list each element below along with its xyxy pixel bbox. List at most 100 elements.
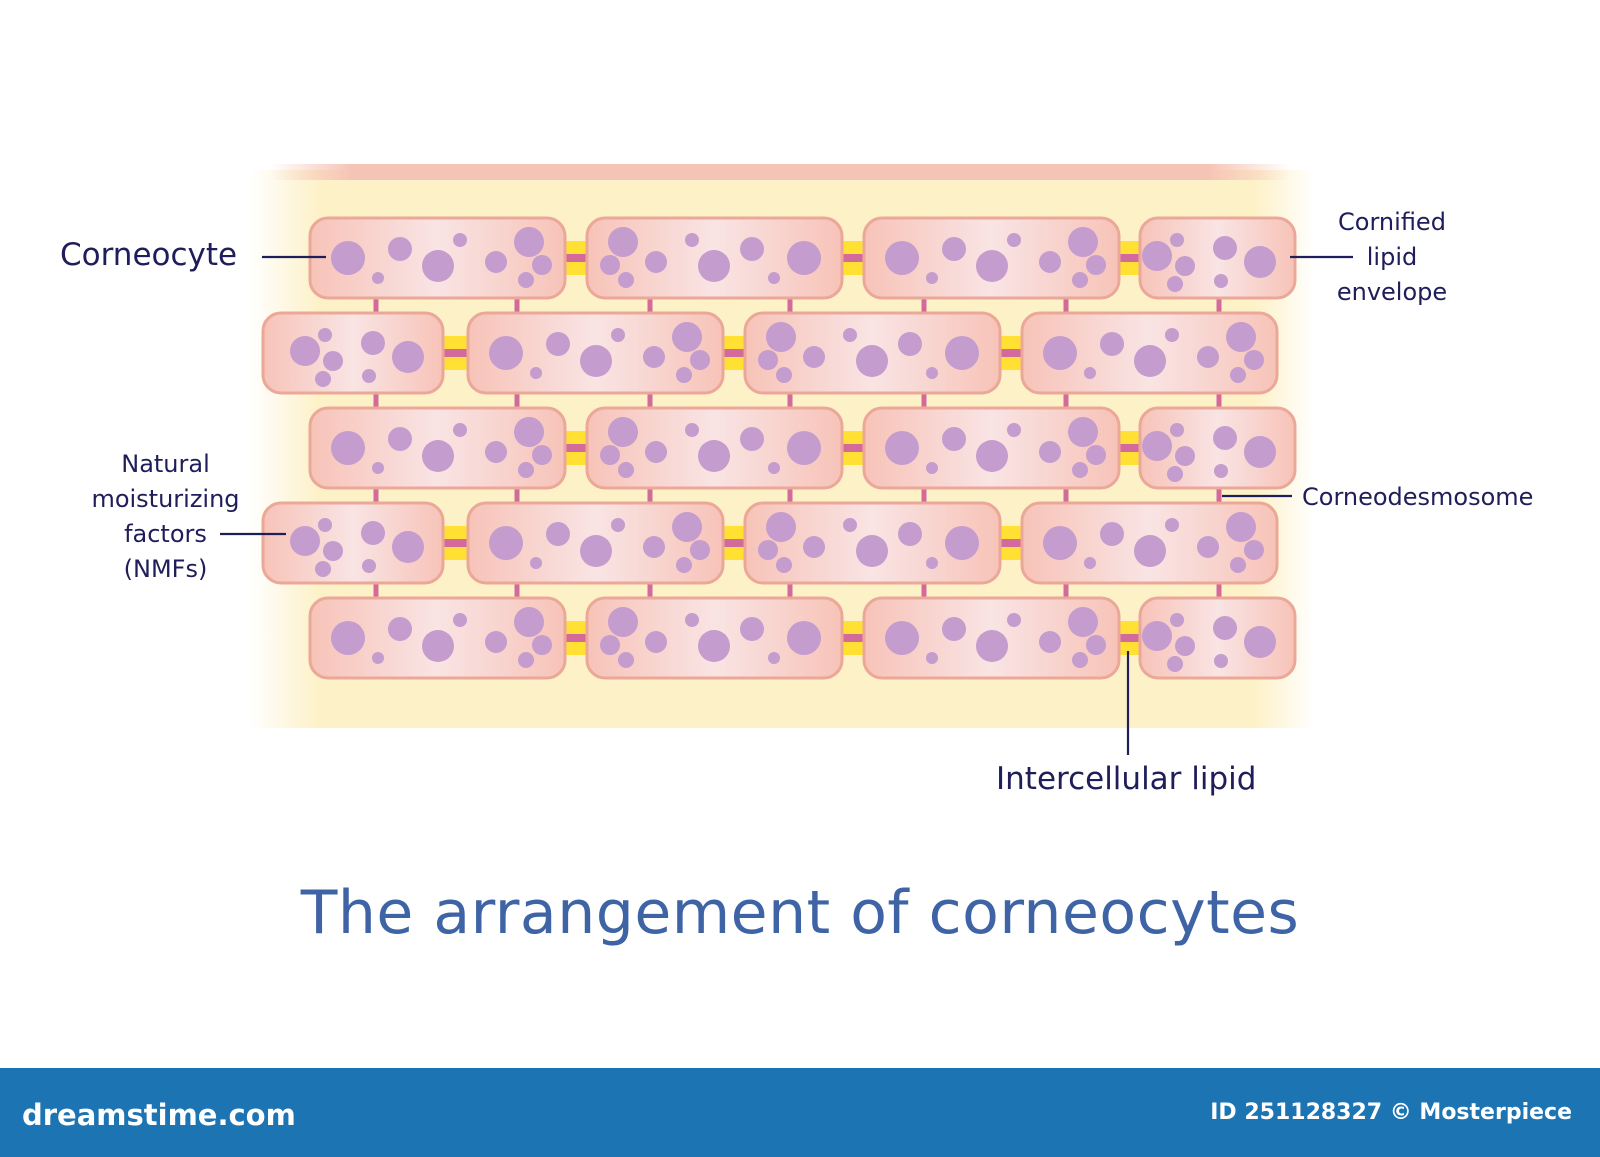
nmf-dot bbox=[1226, 322, 1256, 352]
nmf-dot bbox=[388, 427, 412, 451]
corneocyte-cell bbox=[261, 311, 445, 395]
nmf-dot bbox=[1244, 246, 1276, 278]
nmf-dot bbox=[768, 652, 780, 664]
nmf-dot bbox=[942, 617, 966, 641]
corneocyte-cell bbox=[585, 216, 844, 300]
nmf-dot bbox=[1142, 431, 1172, 461]
nmf-dot bbox=[698, 630, 730, 662]
nmf-dot bbox=[600, 635, 620, 655]
corneocyte-cells bbox=[261, 216, 1297, 680]
nmf-dot bbox=[843, 328, 857, 342]
corneodesmosome-link bbox=[373, 296, 379, 315]
nmf-dot bbox=[1197, 536, 1219, 558]
nmf-dot bbox=[1039, 251, 1061, 273]
nmf-dot bbox=[1086, 255, 1106, 275]
footer-bar bbox=[0, 1068, 1600, 1157]
nmf-dot bbox=[685, 613, 699, 627]
nmf-dot bbox=[362, 559, 376, 573]
nmf-dot bbox=[453, 233, 467, 247]
nmf-dot bbox=[1072, 272, 1088, 288]
corneodesmosome-junction bbox=[838, 634, 868, 642]
nmf-dot bbox=[1039, 631, 1061, 653]
corneodesmosome-junction bbox=[561, 254, 591, 262]
label-corneocyte: Corneocyte bbox=[60, 237, 238, 273]
nmf-dot bbox=[926, 462, 938, 474]
nmf-dot bbox=[489, 526, 523, 560]
nmf-dot bbox=[1214, 654, 1228, 668]
nmf-dot bbox=[611, 328, 625, 342]
nmf-dot bbox=[740, 617, 764, 641]
label-corneodesmosome: Corneodesmosome bbox=[1302, 483, 1534, 511]
nmf-dot bbox=[323, 351, 343, 371]
corneodesmosome-link bbox=[787, 296, 793, 315]
nmf-dot bbox=[489, 336, 523, 370]
corneodesmosome-link bbox=[1216, 391, 1222, 410]
nmf-dot bbox=[392, 341, 424, 373]
diagram-title: The arrangement of corneocytes bbox=[300, 878, 1300, 948]
nmf-dot bbox=[600, 255, 620, 275]
nmf-dot bbox=[331, 621, 365, 655]
nmf-dot bbox=[1100, 332, 1124, 356]
nmf-dot bbox=[976, 250, 1008, 282]
footer-brand[interactable]: dreamstime.com bbox=[22, 1098, 296, 1132]
corneodesmosome-link bbox=[1063, 486, 1069, 505]
nmf-dot bbox=[1084, 367, 1096, 379]
cornified-lipid-envelope bbox=[261, 311, 445, 395]
label-nmf-line3: factors bbox=[124, 520, 207, 548]
corneodesmosome-junction bbox=[1115, 634, 1144, 642]
nmf-dot bbox=[514, 607, 544, 637]
label-nmf: Natural moisturizing factors (NMFs) bbox=[78, 447, 253, 587]
corneodesmosome-link bbox=[647, 296, 653, 315]
nmf-dot bbox=[843, 518, 857, 532]
nmf-dot bbox=[422, 630, 454, 662]
corneodesmosome-junction bbox=[1115, 254, 1144, 262]
nmf-dot bbox=[1072, 462, 1088, 478]
intercellular-lipid-junctions bbox=[439, 241, 1144, 655]
nmf-dot bbox=[600, 445, 620, 465]
corneodesmosome-link bbox=[787, 581, 793, 600]
nmf-dot bbox=[766, 322, 796, 352]
nmf-dot bbox=[787, 621, 821, 655]
nmf-dot bbox=[1142, 621, 1172, 651]
nmf-dot bbox=[945, 336, 979, 370]
nmf-dot bbox=[453, 423, 467, 437]
nmf-dot bbox=[608, 417, 638, 447]
nmf-dot bbox=[690, 540, 710, 560]
nmf-dot bbox=[926, 272, 938, 284]
nmf-dot bbox=[1230, 367, 1246, 383]
nmf-dot bbox=[856, 345, 888, 377]
nmf-dot bbox=[1214, 274, 1228, 288]
nmf-dot bbox=[698, 440, 730, 472]
corneocyte-cell bbox=[862, 596, 1121, 680]
nmf-dot bbox=[776, 557, 792, 573]
label-lipid-envelope-line1: Cornified bbox=[1338, 208, 1446, 236]
nmf-dot bbox=[768, 272, 780, 284]
corneodesmosome-link bbox=[1216, 486, 1222, 505]
nmf-dot bbox=[1134, 345, 1166, 377]
nmf-dot bbox=[1170, 423, 1184, 437]
nmf-dot bbox=[514, 417, 544, 447]
corneodesmosome-junction bbox=[561, 634, 591, 642]
nmf-dot bbox=[1213, 426, 1237, 450]
corneodesmosome-junction bbox=[439, 539, 472, 547]
nmf-dot bbox=[942, 427, 966, 451]
nmf-dot bbox=[388, 617, 412, 641]
nmf-dot bbox=[976, 440, 1008, 472]
nmf-dot bbox=[898, 332, 922, 356]
nmf-dot bbox=[608, 227, 638, 257]
nmf-dot bbox=[361, 331, 385, 355]
label-lipid-envelope: Cornified lipid envelope bbox=[1322, 205, 1462, 310]
corneodesmosome-link bbox=[373, 391, 379, 410]
nmf-dot bbox=[1214, 464, 1228, 478]
nmf-dot bbox=[1175, 446, 1195, 466]
nmf-dot bbox=[942, 237, 966, 261]
nmf-dot bbox=[580, 535, 612, 567]
nmf-dot bbox=[532, 255, 552, 275]
nmf-dot bbox=[362, 369, 376, 383]
nmf-dot bbox=[885, 431, 919, 465]
corneocyte-cell bbox=[1020, 501, 1279, 585]
nmf-dot bbox=[422, 250, 454, 282]
nmf-dot bbox=[618, 272, 634, 288]
nmf-dot bbox=[685, 233, 699, 247]
